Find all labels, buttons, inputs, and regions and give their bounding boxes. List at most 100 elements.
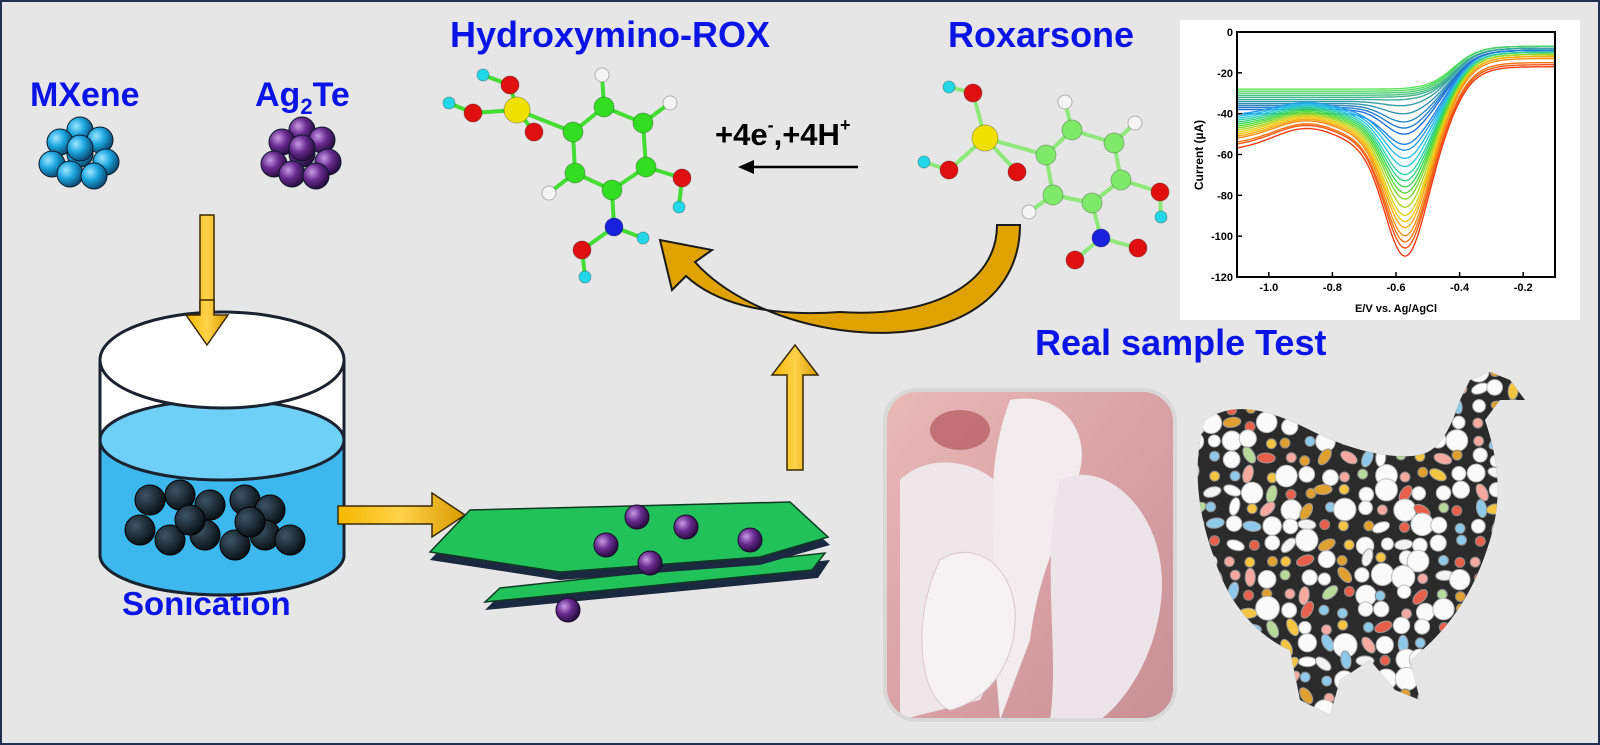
pill-tablet (1414, 618, 1431, 635)
pill-capsule (1299, 503, 1314, 521)
pill-capsule (1299, 687, 1314, 705)
pill-tablet (1333, 497, 1357, 522)
reaction-arrow (738, 160, 858, 174)
y-axis-label: Current (µA) (1192, 120, 1206, 190)
ag2te-nanoparticle (673, 514, 699, 540)
pill-bead (1265, 438, 1277, 450)
pill-bead (1362, 621, 1374, 633)
pill-capsule (1244, 567, 1256, 587)
reaction-conditions: +4e-,+4H+ (715, 115, 850, 152)
atom-O (572, 240, 592, 260)
pill-tablet (1486, 379, 1503, 396)
mxene-particle (56, 160, 84, 188)
pill-capsule (1242, 520, 1262, 532)
pill-bead (1285, 452, 1297, 464)
pill-bead (1399, 471, 1411, 483)
pill-tablet (1297, 633, 1317, 653)
pill-bead (1284, 588, 1296, 600)
dpv-curve (1237, 47, 1555, 107)
pill-capsule (1317, 538, 1336, 552)
product-label: Hydroxymino-ROX (450, 14, 770, 55)
pill-capsule (1340, 450, 1358, 465)
atom-O (463, 103, 483, 123)
atom-H (1057, 94, 1073, 110)
ag2te-nanoparticle (555, 597, 581, 623)
atom-H (1127, 115, 1143, 131)
pill-bead (1437, 554, 1449, 566)
mxene-label: MXene (30, 76, 140, 114)
x-tick-label: -0.2 (1514, 282, 1533, 294)
pill-bead (1343, 539, 1355, 551)
pill-bead (1337, 520, 1349, 532)
x-axis-label: E/V vs. Ag/AgCl (1355, 303, 1437, 315)
pill-tablet (1298, 620, 1312, 635)
atom-H (541, 185, 557, 201)
pill-capsule (1340, 650, 1352, 670)
particle (154, 524, 186, 556)
ag2te-label: Ag2Te (255, 76, 350, 119)
pill-capsule (1222, 416, 1242, 429)
x-tick-label: -1.0 (1259, 282, 1278, 294)
pill-tablet (1298, 465, 1316, 483)
pill-bead (1229, 569, 1241, 581)
atom-H (594, 67, 610, 83)
pill-bead (1299, 671, 1311, 683)
pill-bead (1244, 556, 1256, 568)
dpv-curve (1236, 62, 1555, 243)
reactant-label: Roxarsone (948, 14, 1134, 55)
pill-capsule (1259, 501, 1276, 517)
x-tick-label: -0.8 (1323, 282, 1342, 294)
pill-tablet (1295, 528, 1319, 552)
atom-S (503, 96, 531, 124)
pill-bead (1338, 483, 1350, 495)
atom-O (963, 83, 983, 103)
pill-tablet (1466, 463, 1486, 483)
pill-tablet (1380, 537, 1394, 551)
pill-tablet (1370, 562, 1395, 586)
pill-capsule (1297, 656, 1317, 668)
pill-tablet (1375, 635, 1394, 655)
pill-bead (1209, 450, 1221, 462)
pill-bead (1243, 589, 1255, 601)
x-tick-label: -0.4 (1450, 282, 1470, 294)
pill-bead (1376, 504, 1388, 516)
particle (274, 524, 306, 556)
pill-tablet (1317, 572, 1332, 586)
atom-C (632, 112, 654, 134)
atom-H (662, 95, 678, 111)
pill-bead (1436, 588, 1448, 600)
pill-bead (1473, 435, 1485, 447)
pill-tablet (1222, 450, 1241, 469)
pill-bead (1321, 675, 1333, 687)
atom-C (635, 156, 657, 178)
hydroxymino-rox-molecule (442, 67, 692, 284)
atom-O (1065, 250, 1085, 270)
pill-tablet (1317, 550, 1336, 569)
pill-tablet (1410, 512, 1434, 537)
atom-H (1021, 204, 1037, 220)
ag2te-particle (302, 162, 330, 190)
ag2te-particle (288, 134, 316, 162)
pill-capsule (1475, 499, 1488, 518)
particle (134, 484, 166, 516)
pill-capsule (1300, 601, 1315, 619)
atom-H (578, 270, 592, 284)
pill-capsule (1298, 586, 1310, 606)
pill-tablet (1240, 481, 1264, 505)
pill-tablet (1207, 434, 1221, 448)
pill-bead (1454, 522, 1466, 534)
pill-tablet (1411, 486, 1427, 501)
atom-C (1061, 119, 1083, 141)
pill-capsule (1361, 636, 1376, 654)
atom-C (1103, 132, 1125, 154)
atom-O (672, 168, 692, 188)
mxene-particle (66, 134, 94, 162)
pill-capsule (1242, 446, 1257, 464)
pill-tablet (1451, 415, 1466, 430)
pill-bead (1454, 556, 1466, 568)
pill-tablet (1432, 598, 1455, 621)
pill-bead (1343, 586, 1355, 598)
pill-tablet (1225, 515, 1243, 532)
pill-bead (1279, 437, 1291, 449)
